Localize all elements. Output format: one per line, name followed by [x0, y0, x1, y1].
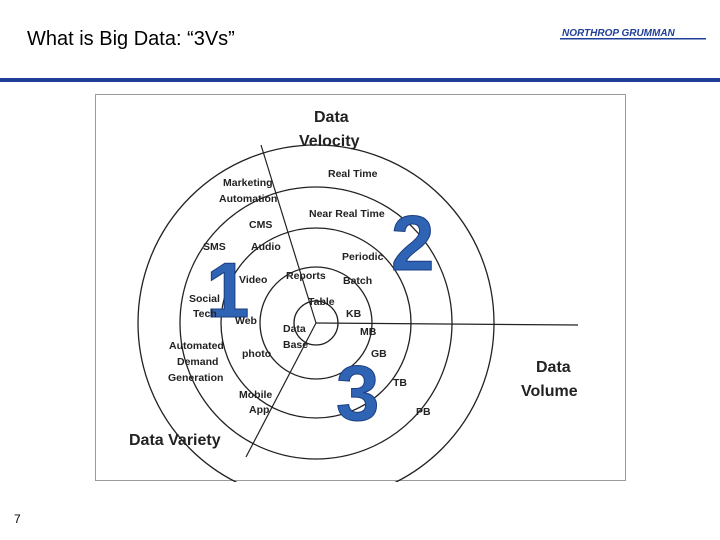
number-2: 2 — [391, 199, 434, 287]
volume-title-line-2: Volume — [521, 383, 578, 400]
volume-title-line-1: Data — [536, 359, 571, 376]
variety-database-line-2: Base — [283, 339, 308, 351]
page-number: 7 — [14, 512, 21, 526]
variety-automated-line-3: Generation — [168, 372, 223, 384]
variety-marketing-line-2: Automation — [219, 193, 277, 205]
variety-web: Web — [235, 315, 257, 327]
volume-kb: KB — [346, 308, 362, 320]
variety-table: Table — [308, 296, 335, 308]
ring-4 — [179, 186, 453, 460]
slide-title: What is Big Data: “3Vs” — [27, 28, 235, 50]
header-rule — [0, 78, 720, 82]
northrop-grumman-logo: NORTHROP GRUMMAN — [560, 28, 706, 40]
velocity-title-line-1: Data — [314, 109, 349, 126]
variety-automated-line-1: Automated — [169, 340, 224, 352]
variety-photo: photo — [242, 348, 271, 360]
variety-social-line-1: Social — [189, 293, 220, 305]
variety-title: Data Variety — [129, 432, 221, 449]
variety-mobile-line-2: App — [249, 404, 269, 416]
variety-database-line-1: Data — [283, 323, 306, 335]
variety-reports: Reports — [286, 270, 326, 282]
ring-3 — [220, 227, 412, 419]
variety-sms: SMS — [203, 241, 226, 253]
three-vs-diagram: Data Velocity Data Volume Data Variety 1… — [95, 94, 626, 482]
volume-axis — [315, 322, 579, 326]
volume-tb: TB — [393, 377, 407, 389]
ring-5 — [137, 144, 495, 482]
velocity-near-real-time: Near Real Time — [309, 208, 385, 220]
velocity-periodic: Periodic — [342, 251, 384, 263]
variety-automated-line-2: Demand — [177, 356, 218, 368]
volume-mb: MB — [360, 326, 377, 338]
diagram-canvas: Data Velocity Data Volume Data Variety 1… — [129, 109, 579, 482]
variety-audio: Audio — [251, 241, 281, 253]
number-3: 3 — [336, 349, 379, 437]
volume-gb: GB — [371, 348, 387, 360]
variety-mobile-line-1: Mobile — [239, 389, 272, 401]
velocity-real-time: Real Time — [328, 168, 378, 180]
svg-text:NORTHROP GRUMMAN: NORTHROP GRUMMAN — [562, 28, 676, 39]
variety-social-line-2: Tech — [193, 308, 217, 320]
number-1: 1 — [206, 246, 249, 334]
variety-axis — [245, 322, 317, 458]
variety-cms: CMS — [249, 219, 272, 231]
velocity-axis — [260, 144, 317, 324]
velocity-batch: Batch — [343, 275, 372, 287]
velocity-title-line-2: Velocity — [299, 133, 360, 150]
variety-video: Video — [239, 274, 267, 286]
variety-marketing-line-1: Marketing — [223, 177, 273, 189]
volume-pb: PB — [416, 406, 431, 418]
